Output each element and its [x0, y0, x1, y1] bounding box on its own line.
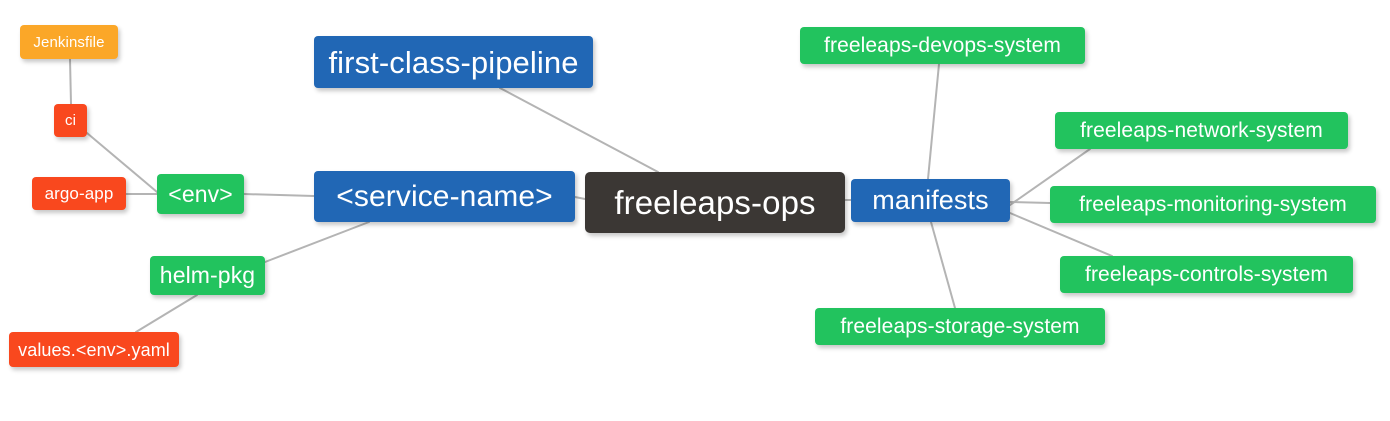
- mindmap-node-freeleaps-ops[interactable]: freeleaps-ops: [585, 172, 845, 233]
- mindmap-node-helm-pkg[interactable]: helm-pkg: [150, 256, 265, 295]
- edge-e-env-servicename: [243, 193, 315, 197]
- mindmap-node-freeleaps-monitoring-system[interactable]: freeleaps-monitoring-system: [1050, 186, 1376, 223]
- mindmap-node-freeleaps-storage-system[interactable]: freeleaps-storage-system: [815, 308, 1105, 345]
- mindmap-node-freeleaps-network-system[interactable]: freeleaps-network-system: [1055, 112, 1348, 149]
- edge-e-manifests-storage: [930, 221, 956, 309]
- mindmap-node-manifests[interactable]: manifests: [851, 179, 1010, 222]
- edge-e-valuesyaml-helmpkg: [135, 294, 198, 333]
- mindmap-node-ci[interactable]: ci: [54, 104, 87, 137]
- edge-e-helmpkg-servicename: [264, 221, 370, 263]
- mindmap-node-argo-app[interactable]: argo-app: [32, 177, 126, 210]
- mindmap-node-first-class-pipeline[interactable]: first-class-pipeline: [314, 36, 593, 88]
- mindmap-node-env[interactable]: <env>: [157, 174, 244, 214]
- mindmap-node-freeleaps-controls-system[interactable]: freeleaps-controls-system: [1060, 256, 1353, 293]
- edge-e-servicename-ops: [574, 196, 586, 200]
- edge-e-manifests-devops: [927, 63, 940, 180]
- mindmap-node-freeleaps-devops-system[interactable]: freeleaps-devops-system: [800, 27, 1085, 64]
- mindmap-node-jenkinsfile[interactable]: Jenkinsfile: [20, 25, 118, 59]
- mindmap-node-values-yaml[interactable]: values.<env>.yaml: [9, 332, 179, 367]
- edge-e-jenkinsfile-ci: [69, 58, 72, 105]
- edge-e-manifests-monitoring: [1009, 201, 1051, 204]
- mindmap-node-service-name[interactable]: <service-name>: [314, 171, 575, 222]
- edge-e-pipeline-ops: [499, 87, 659, 173]
